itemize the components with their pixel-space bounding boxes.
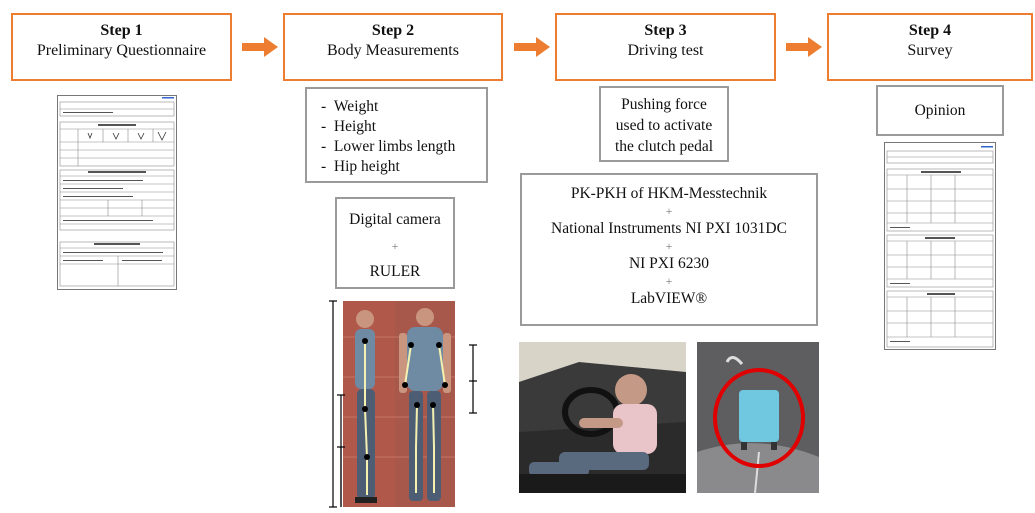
body-measurement-figure [329, 300, 477, 508]
step-2-title: Step 2 [371, 22, 415, 39]
body-measurement-photos [321, 297, 491, 511]
step-3-box: Step 3 Driving test [555, 13, 776, 81]
equipment-line: National Instruments NI PXI 1031DC [551, 220, 787, 237]
opinion-label: Opinion [914, 102, 966, 119]
digital-camera-label: Digital camera [349, 211, 441, 228]
step-2-box: Step 2 Body Measurements [283, 13, 503, 81]
equipment-line: LabVIEW® [630, 290, 708, 307]
step-1-subtitle: Preliminary Questionnaire [36, 42, 207, 59]
equipment-line: NI PXI 6230 [628, 255, 710, 272]
equipment-box: PK-PKH of HKM-Messtechnik + National Ins… [520, 173, 818, 326]
driver-photo [519, 342, 686, 493]
step-3-subtitle: Driving test [627, 42, 704, 59]
equipment-line: PK-PKH of HKM-Messtechnik [570, 185, 768, 202]
force-line: the clutch pedal [614, 138, 714, 155]
arrow-right-icon [786, 37, 822, 57]
force-line: used to activate [615, 117, 713, 134]
step-2-subtitle: Body Measurements [327, 42, 459, 59]
measurements-list: - Weight - Height - Lower limbs length -… [321, 97, 486, 177]
plus-sign: + [665, 239, 673, 253]
step-4-title: Step 4 [908, 22, 952, 39]
tools-box: Digital camera + RULER [335, 197, 455, 289]
ruler-label: RULER [369, 263, 421, 280]
force-line: Pushing force [621, 96, 707, 113]
plus-sign: + [665, 204, 673, 218]
measurement-item: - Hip height [321, 158, 400, 175]
survey-thumbnail [884, 142, 996, 350]
questionnaire-form-graphic [59, 97, 175, 287]
step-4-subtitle: Survey [907, 42, 953, 59]
step-1-box: Step 1 Preliminary Questionnaire [11, 13, 232, 81]
clutch-pedal-sensor-image [697, 342, 819, 493]
arrow-right-icon [242, 37, 278, 57]
measurement-item: - Lower limbs length [321, 138, 456, 155]
opinion-box: Opinion [876, 85, 1004, 136]
survey-form-graphic [886, 146, 994, 348]
step-4-box: Step 4 Survey [827, 13, 1033, 81]
plus-sign: + [391, 239, 399, 253]
driver-in-car-image [519, 342, 686, 493]
pushing-force-box: Pushing force used to activate the clutc… [599, 86, 729, 162]
pedal-sensor-photo [697, 342, 819, 493]
measurement-item: - Height [321, 118, 377, 135]
arrow-right-icon [514, 37, 550, 57]
plus-sign: + [665, 274, 673, 288]
measurements-list-box: - Weight - Height - Lower limbs length -… [305, 87, 488, 183]
step-1-title: Step 1 [100, 22, 143, 39]
step-3-title: Step 3 [644, 22, 687, 39]
questionnaire-thumbnail [57, 95, 177, 290]
measurement-item: - Weight [321, 98, 379, 115]
